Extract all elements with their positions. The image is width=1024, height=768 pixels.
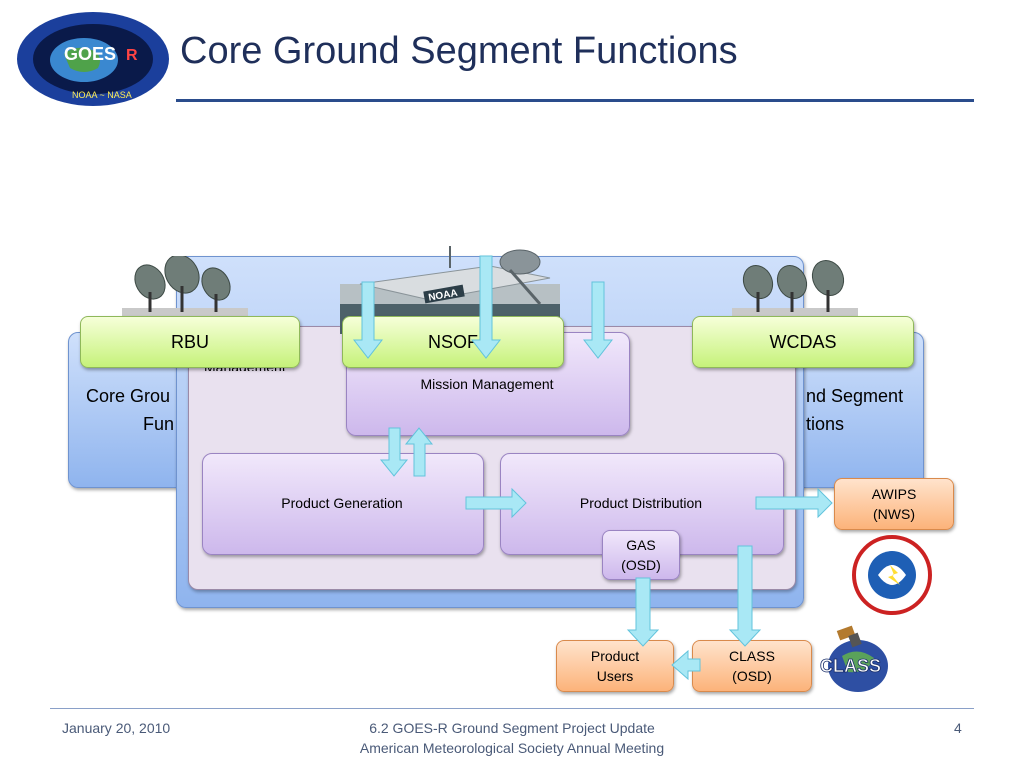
product-generation-label: Product Generation: [281, 495, 403, 511]
awips-label: AWIPS: [871, 486, 917, 502]
gas-sublabel: (OSD): [621, 557, 661, 573]
awips-box: AWIPS (NWS): [834, 478, 954, 530]
svg-text:GOES: GOES: [64, 44, 116, 64]
class-sublabel: (OSD): [732, 668, 772, 684]
product-distribution-label: Product Distribution: [579, 495, 703, 511]
footer-page-number: 4: [954, 720, 962, 736]
nsof-site-box: NSOF: [342, 316, 564, 368]
rbu-antenna-icon: [122, 256, 248, 318]
product-generation-box: [202, 453, 484, 555]
product-users-sublabel: Users: [596, 668, 634, 684]
class-logo: CLASS: [820, 625, 888, 692]
slide-title: Core Ground Segment Functions: [180, 30, 738, 72]
footer-date: January 20, 2010: [62, 720, 171, 736]
right-panel-label-2: tions: [806, 414, 845, 434]
rbu-site-box: RBU: [80, 316, 300, 368]
left-panel-label-1: Core Grou: [86, 386, 171, 406]
class-label: CLASS: [729, 648, 775, 664]
goes-r-logo: GOES R NOAA ~ NASA: [17, 12, 169, 106]
title-rule: [176, 99, 974, 102]
footer-center-line2: American Meteorological Society Annual M…: [359, 740, 665, 756]
svg-text:R: R: [126, 47, 138, 64]
wcdas-antenna-icon: [732, 259, 858, 318]
mission-management-label: Mission Management: [420, 376, 554, 392]
left-panel-label-2: Fun: [143, 414, 175, 434]
gas-box: GAS (OSD): [602, 530, 680, 580]
wcdas-site-box: WCDAS: [692, 316, 914, 368]
class-logo-text: CLASS: [820, 656, 881, 676]
class-box: CLASS (OSD): [692, 640, 812, 692]
product-users-box: Product Users: [556, 640, 674, 692]
footer-center-line1: 6.2 GOES-R Ground Segment Project Update: [369, 720, 655, 736]
noaa-sign-text: NOAA: [428, 288, 459, 304]
gas-label: GAS: [626, 537, 656, 553]
right-panel-label-1: nd Segment: [806, 386, 904, 406]
svg-text:NOAA ~ NASA: NOAA ~ NASA: [72, 90, 132, 100]
product-users-label: Product: [590, 648, 640, 664]
nws-logo: [852, 535, 932, 615]
awips-sublabel: (NWS): [873, 506, 915, 522]
footer-rule: [50, 708, 974, 709]
